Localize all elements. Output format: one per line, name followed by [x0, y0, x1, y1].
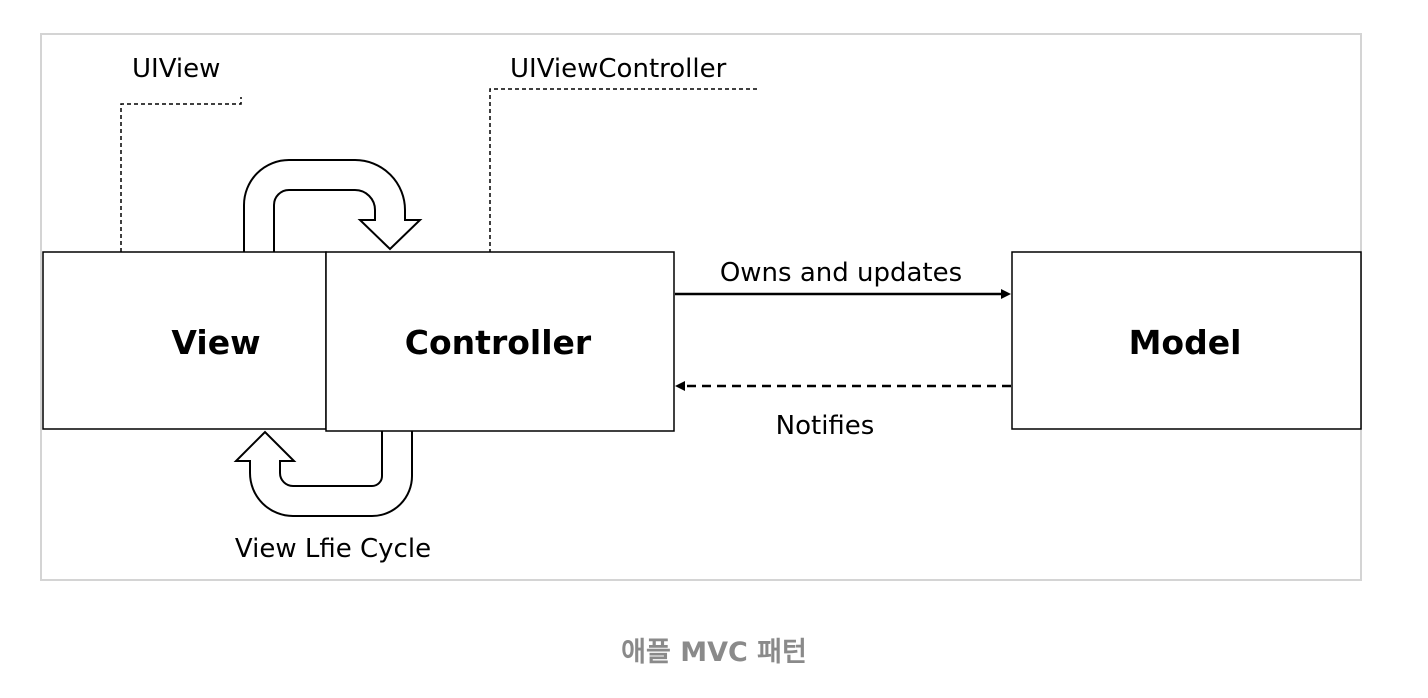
model-label: Model	[1129, 323, 1242, 362]
uiviewcontroller-leader-line	[489, 88, 758, 253]
controller-label: Controller	[405, 323, 592, 362]
uiviewcontroller-label: UIViewController	[510, 54, 727, 84]
owns-and-updates-arrowhead	[1001, 289, 1011, 299]
uiview-label: UIView	[132, 54, 220, 84]
notifies-label: Notifies	[776, 411, 875, 441]
uiview-leader-line	[120, 97, 242, 252]
view-label: View	[171, 323, 260, 362]
owns-and-updates-label: Owns and updates	[720, 258, 962, 288]
diagram-caption: 애플 MVC 패턴	[621, 637, 807, 668]
view-box	[42, 251, 327, 430]
view-life-cycle-label: View Lfie Cycle	[235, 534, 431, 564]
view-life-cycle-curved-arrow	[233, 430, 413, 517]
view-to-controller-curved-arrow	[243, 159, 423, 252]
controller-box	[325, 251, 675, 432]
model-box	[1011, 251, 1362, 430]
notifies-arrowhead	[675, 381, 685, 391]
